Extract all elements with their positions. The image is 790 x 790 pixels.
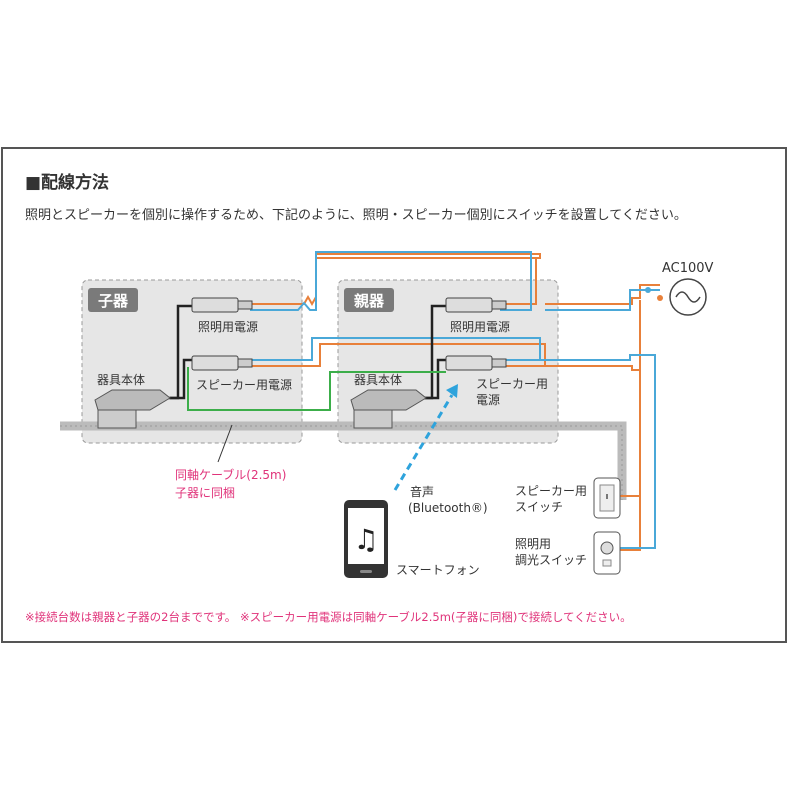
cable-leader-line [217, 424, 233, 463]
sub-unit-badge-label: 子器 [98, 292, 129, 310]
coax-cable [187, 367, 446, 411]
bluetooth-arrow [393, 394, 454, 491]
sub-speaker-power-label: スピーカー用電源 [196, 378, 292, 392]
main-light-power-unit [445, 297, 507, 313]
ac-power-label: AC100V [662, 261, 714, 276]
dimmer-switch-label-2: 調光スイッチ [515, 553, 587, 567]
speaker-switch-label-2: スイッチ [515, 500, 563, 514]
section-title: ■配線方法 [25, 172, 109, 193]
main-speaker-power-label-1: スピーカー用 [476, 377, 548, 391]
sub-unit-badge [88, 288, 138, 312]
main-speaker-power-label-2: 電源 [476, 393, 500, 407]
cable-note-2: 子器に同梱 [175, 486, 235, 500]
main-body-label: 器具本体 [354, 373, 402, 387]
main-unit-badge [344, 288, 394, 312]
description: 照明とスピーカーを個別に操作するため、下記のように、照明・スピーカー個別にスイッ… [25, 207, 687, 223]
footnote: ※接続台数は親器と子器の2台までです。 ※スピーカー用電源は同軸ケーブル2.5m… [25, 610, 632, 624]
smartphone-label: スマートフォン [396, 563, 480, 577]
main-light-power-label: 照明用電源 [450, 320, 510, 334]
main-speaker-power-unit [445, 355, 507, 371]
sub-body-label: 器具本体 [97, 373, 145, 387]
smartphone-icon: ♫ [344, 500, 388, 578]
sub-fixture-body [94, 389, 171, 429]
speaker-switch-icon [593, 477, 621, 519]
dimmer-switch-label-1: 照明用 [515, 537, 551, 551]
bluetooth-arrow-head [446, 384, 458, 398]
black-wires [166, 304, 446, 400]
junction-dot [657, 295, 663, 301]
main-fixture-body [350, 389, 427, 429]
audio-label-1: 音声 [410, 484, 434, 499]
main-unit-badge-label: 親器 [354, 292, 385, 310]
audio-label-2: (Bluetooth®) [408, 501, 488, 515]
cable-note-1: 同軸ケーブル(2.5m) [175, 467, 286, 482]
sub-light-power-label: 照明用電源 [198, 320, 258, 334]
junction-dot [645, 287, 651, 293]
blue-wires [250, 251, 660, 549]
sub-light-power-unit [191, 297, 253, 313]
music-note-icon: ♫ [353, 523, 378, 556]
sub-speaker-power-unit [191, 355, 253, 371]
dimmer-switch-icon [593, 531, 621, 575]
speaker-switch-label-1: スピーカー用 [515, 484, 587, 498]
ac-power-icon [669, 278, 707, 316]
